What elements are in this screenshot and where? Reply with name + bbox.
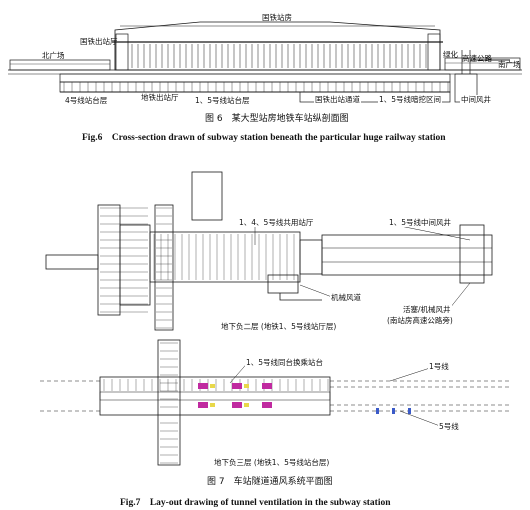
label-mid-shaft: 中间风井	[460, 95, 492, 104]
figure7-caption-cn: 图 7 车站隧道通风系统平面图	[207, 477, 333, 487]
label-mid-shaft-line1-5: 1、5号线中间风井	[388, 218, 453, 227]
label-shared-hall: 1、4、5号线共用站厅	[238, 218, 315, 227]
label-south-plaza: 南广场	[498, 60, 521, 69]
label-line4-platform: 4号线站台层	[64, 96, 109, 105]
label-transfer-platform: 1、5号线同台换乘站台	[245, 358, 325, 367]
label-greening: 绿化	[443, 50, 458, 59]
label-concourse-level-title: 地下负二层 (地铁1、5号线站厅层)	[220, 322, 338, 331]
label-north-plaza: 北广场	[42, 51, 65, 60]
figure6-caption-en: Fig.6 Cross-section drawn of subway stat…	[82, 133, 446, 143]
label-metro-exit-hall: 地铁出站厅	[140, 93, 180, 102]
figure7-caption-en: Fig.7 Lay-out drawing of tunnel ventilat…	[120, 498, 391, 508]
label-line1: 1号线	[428, 362, 450, 371]
label-expressway: 高速公路	[462, 54, 492, 63]
label-line1-5-platform: 1、5号线站台层	[194, 96, 251, 105]
label-piston-shaft: 活塞/机械风井	[402, 305, 452, 314]
label-piston-shaft-note: (南站房高速公路旁)	[386, 316, 454, 325]
label-station-building: 国铁站房	[262, 13, 292, 22]
equipment-markers	[198, 383, 411, 414]
label-line5: 5号线	[438, 422, 460, 431]
label-platform-level-title: 地下负三层 (地铁1、5号线站台层)	[213, 458, 331, 467]
label-rail-exit-passage: 国铁出站通道	[314, 95, 361, 104]
label-line1-5-interval: 1、5号线暗挖区间	[378, 95, 443, 104]
label-mech-duct: 机械风道	[330, 293, 362, 302]
label-rail-exit-hall: 国铁出站厅	[80, 37, 118, 46]
figure6-caption-cn: 图 6 某大型站房地铁车站纵剖面图	[205, 114, 349, 124]
